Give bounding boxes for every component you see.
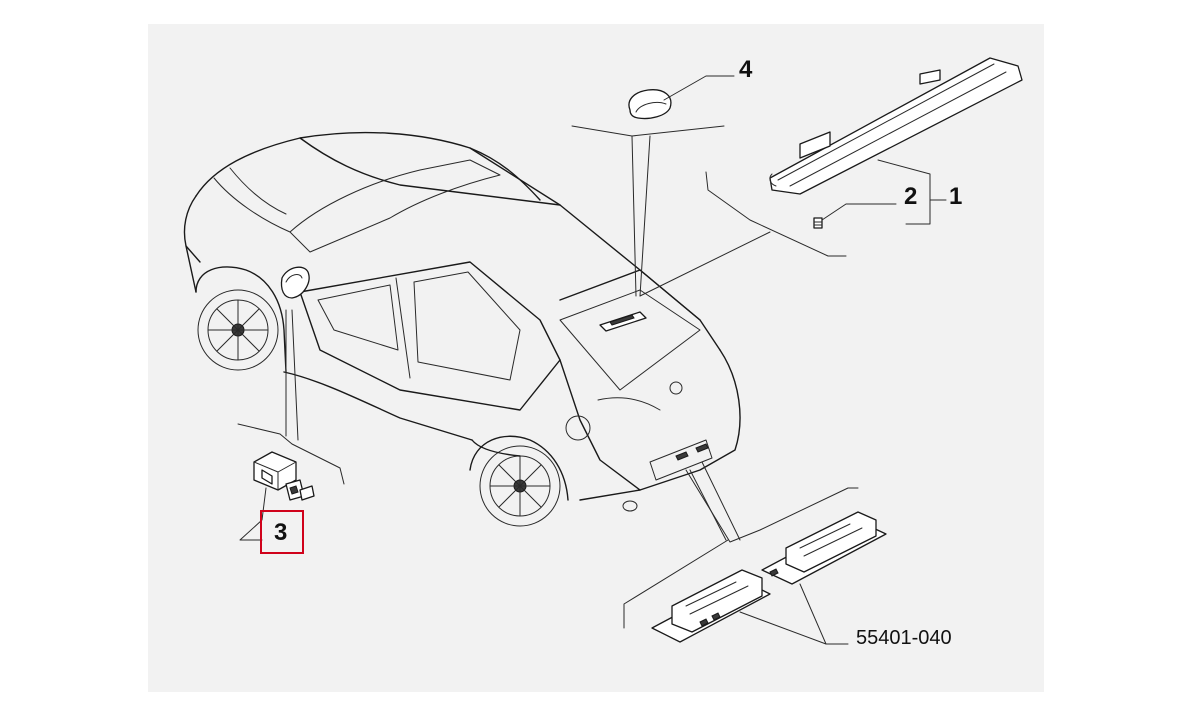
car-illustration [183, 131, 741, 527]
license-plate-lamp-upper [761, 511, 887, 585]
part-number-label: 55401-040 [856, 627, 952, 649]
callout-3: 3 [274, 519, 288, 546]
switch-part [253, 451, 315, 501]
license-plate-lamp-lower [651, 569, 771, 643]
callout-2: 2 [904, 183, 918, 210]
leader-lines [237, 75, 947, 645]
callout-3-highlight-box [260, 510, 304, 554]
cap-part [628, 89, 672, 120]
third-brake-light-part [769, 57, 1023, 229]
callout-4: 4 [739, 56, 753, 83]
callout-1: 1 [949, 183, 963, 210]
